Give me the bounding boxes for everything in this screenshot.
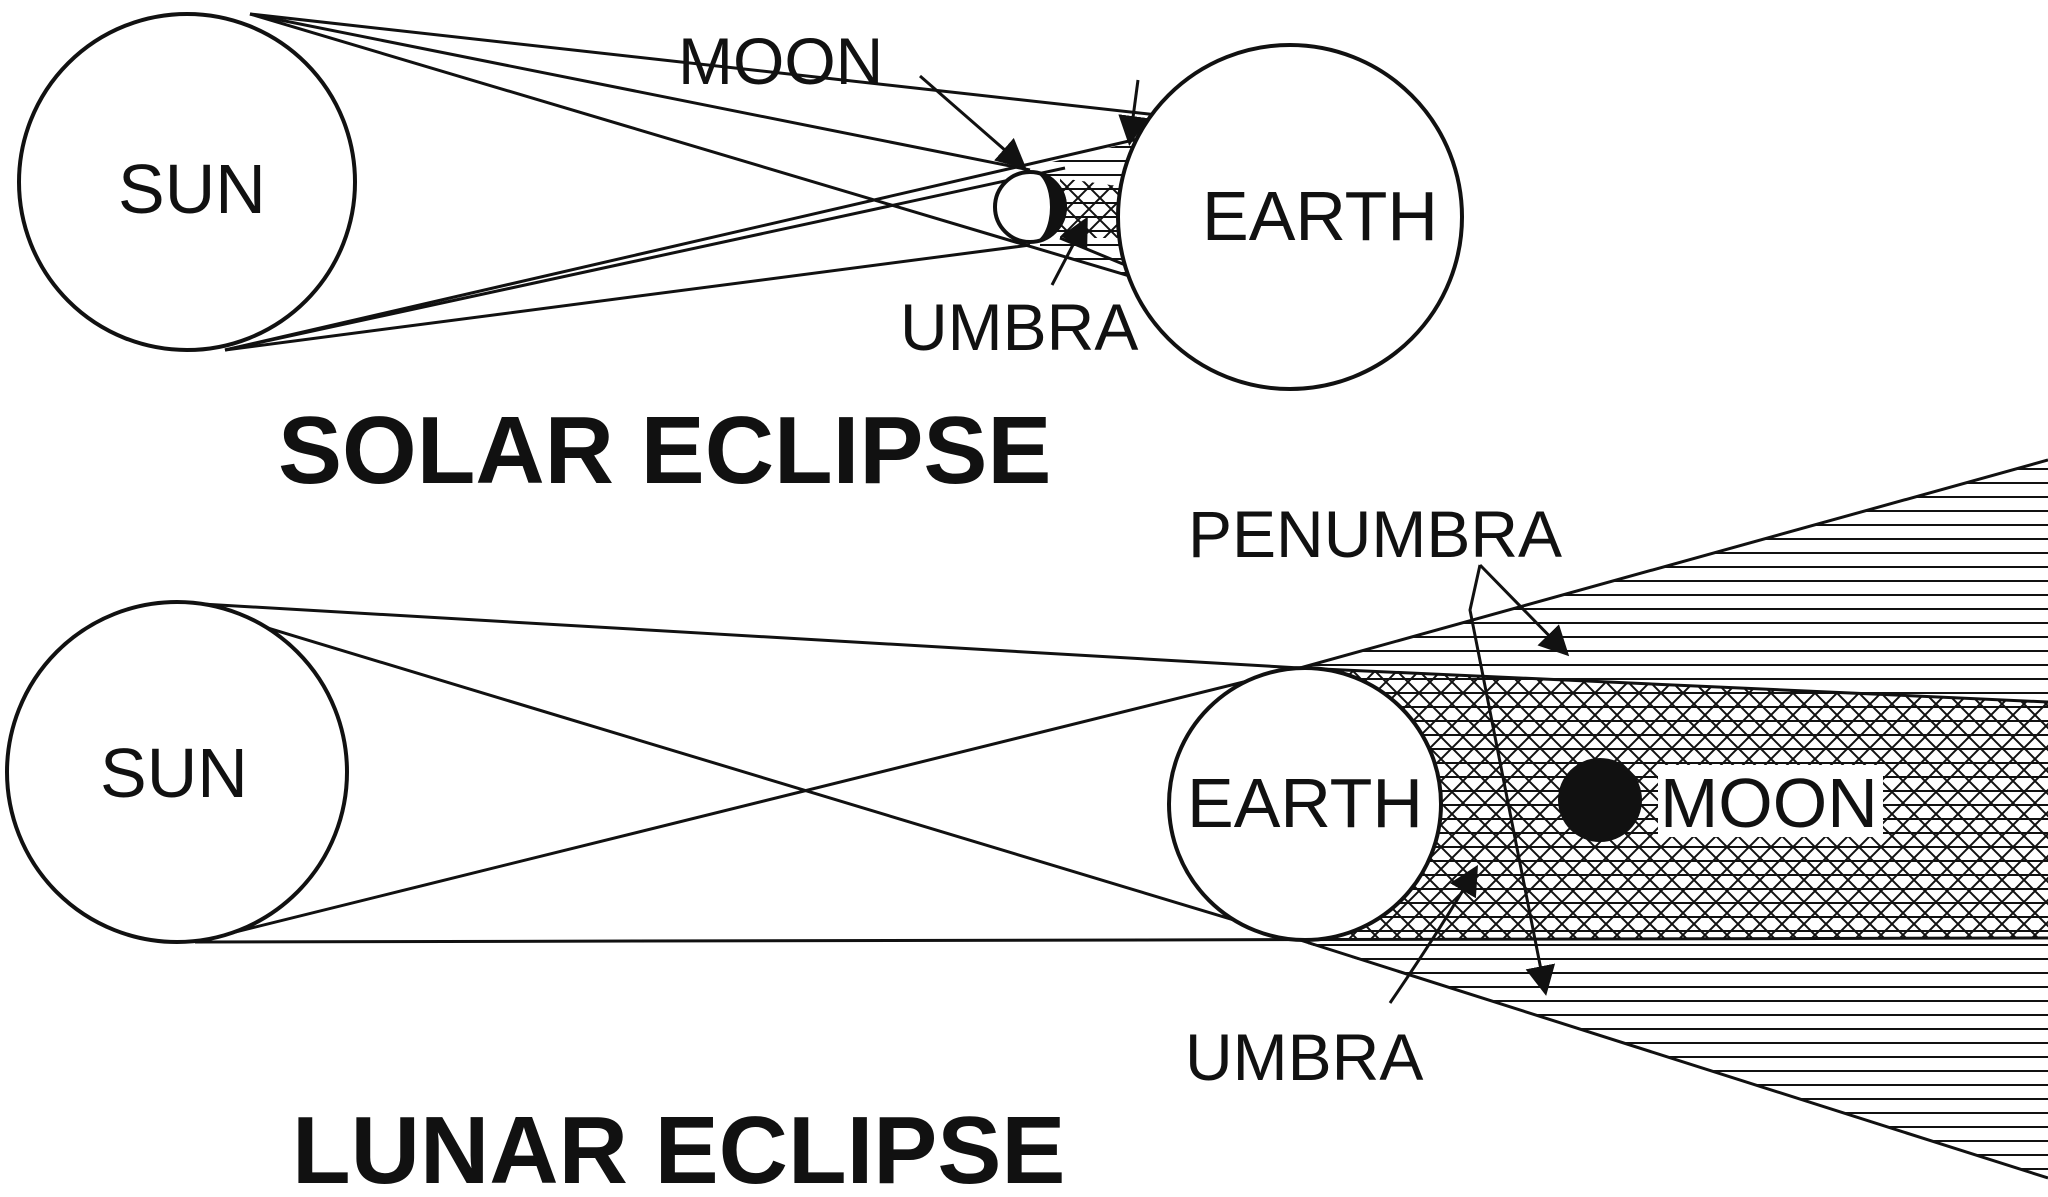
solar-eclipse-panel: SUN EARTH MOON UMBRA SOLAR ECLIPSE <box>17 12 1464 504</box>
solar-eclipse-title: SOLAR ECLIPSE <box>278 397 1051 504</box>
lunar-eclipse-title: LUNAR ECLIPSE <box>292 1097 1065 1197</box>
lunar-umbra-arrow <box>1388 864 1479 1004</box>
solar-moon-label: MOON <box>678 24 883 98</box>
solar-sun-circle <box>17 12 357 352</box>
lunar-moon-disc <box>1558 758 1642 842</box>
lunar-sun-label: SUN <box>100 734 248 812</box>
lunar-sun-circle <box>5 600 349 944</box>
lunar-eclipse-panel: SUN EARTH MOON PENUMBRA UMBRA LUNAR ECLI… <box>5 458 2048 1197</box>
solar-moon-shadow-side <box>1032 172 1067 242</box>
lunar-penumbra-arrow-upper <box>1478 563 1570 657</box>
lunar-umbra-label: UMBRA <box>1185 1020 1423 1094</box>
lunar-penumbra-arrow-lower <box>1468 564 1556 996</box>
solar-umbra-arrow <box>1050 216 1088 286</box>
solar-penumbra-arrow <box>1118 79 1149 146</box>
solar-moon-arrow <box>919 74 1027 169</box>
solar-sun-label: SUN <box>118 150 266 228</box>
lunar-penumbra-label: PENUMBRA <box>1188 497 1562 571</box>
lunar-rays <box>184 458 2048 1180</box>
lunar-moon-label: MOON <box>1660 764 1878 842</box>
solar-umbra-label: UMBRA <box>900 290 1138 364</box>
solar-earth-label: EARTH <box>1202 177 1438 255</box>
lunar-earth-label: EARTH <box>1187 764 1423 842</box>
